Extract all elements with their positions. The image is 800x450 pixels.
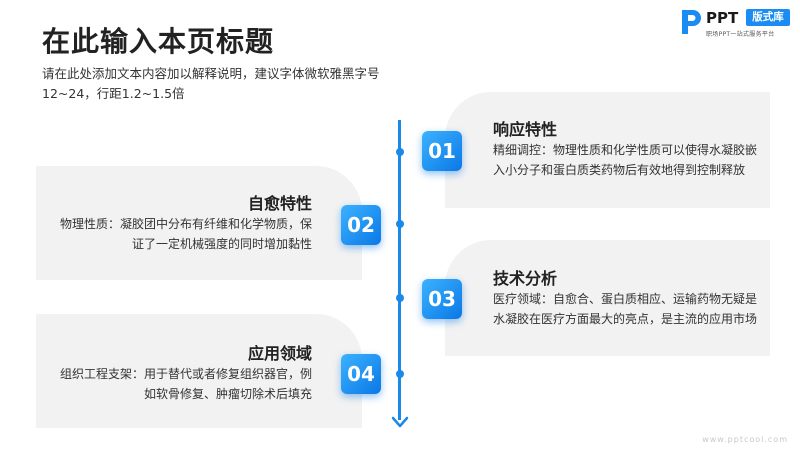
number-badge-01: 01 [422, 131, 462, 171]
timeline-dot-1 [395, 148, 404, 156]
number-badge-02: 02 [341, 205, 381, 245]
timeline-line [398, 120, 401, 420]
card-desc: 精细调控：物理性质和化学性质可以使得水凝胶嵌入小分子和蛋白质类药物后有效地得到控… [493, 143, 758, 177]
card-desc: 物理性质：凝胶团中分布有纤维和化学物质，保证了一定机械强度的同时增加黏性 [59, 217, 312, 251]
number-badge-04: 04 [341, 354, 381, 394]
page-subtitle: 请在此处添加文本内容加以解释说明，建议字体微软雅黑字号12~24，行距1.2~1… [42, 66, 380, 101]
timeline-dot-4 [395, 370, 404, 378]
watermark: www.pptcool.com [702, 435, 788, 444]
page-title: 在此输入本页标题 [42, 25, 275, 58]
number-badge-03: 03 [422, 279, 462, 319]
card-title: 应用领域 [247, 344, 312, 363]
card-title: 自愈特性 [247, 194, 312, 213]
card-response: 响应特性 精细调控：物理性质和化学性质可以使得水凝胶嵌入小分子和蛋白质类药物后有… [445, 92, 770, 208]
p-logo-icon [682, 10, 701, 34]
logo-tagline: 职场PPT一站式服务平台 [706, 31, 775, 38]
timeline-dot-3 [395, 294, 404, 302]
brand-logo: PPT 版式库 职场PPT一站式服务平台 [680, 8, 792, 42]
card-desc: 组织工程支架：用于替代或者修复组织器官，例如软骨修复、肿瘤切除术后填充 [59, 367, 312, 401]
card-self-healing: 自愈特性 物理性质：凝胶团中分布有纤维和化学物质，保证了一定机械强度的同时增加黏… [36, 166, 362, 280]
card-title: 响应特性 [493, 120, 558, 139]
card-title: 技术分析 [493, 269, 558, 288]
timeline-dot-2 [395, 220, 404, 228]
logo-badge: 版式库 [746, 9, 790, 26]
card-desc: 医疗领域：自愈合、蛋白质相应、运输药物无疑是水凝胶在医疗方面最大的亮点，是主流的… [493, 292, 758, 326]
card-technical-analysis: 技术分析 医疗领域：自愈合、蛋白质相应、运输药物无疑是水凝胶在医疗方面最大的亮点… [445, 240, 770, 356]
logo-text: PPT [706, 9, 739, 27]
arrow-down-icon [391, 416, 409, 428]
card-applications: 应用领域 组织工程支架：用于替代或者修复组织器官，例如软骨修复、肿瘤切除术后填充 [36, 314, 362, 428]
